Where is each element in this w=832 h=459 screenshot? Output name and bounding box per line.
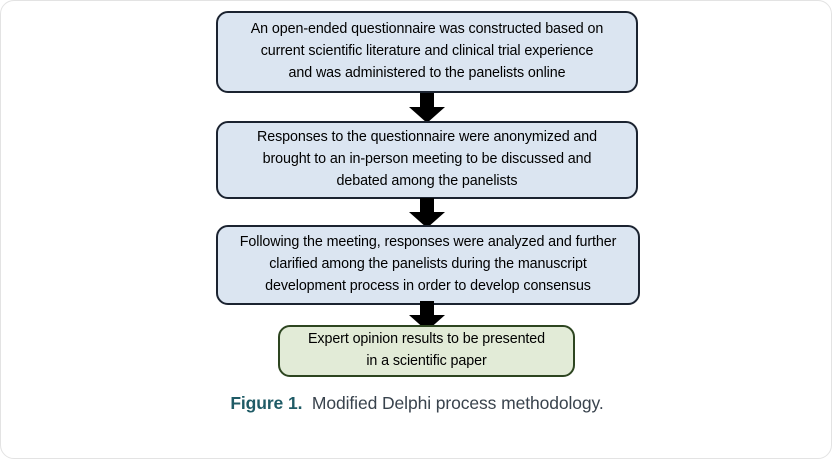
- flow-node-questionnaire-text: An open-ended questionnaire was construc…: [250, 21, 604, 81]
- arrow-head: [409, 212, 445, 228]
- flow-node-anonymized: Responses to the questionnaire were anon…: [216, 121, 638, 199]
- arrow-head: [409, 107, 445, 123]
- figure-caption-spacer: [302, 393, 312, 413]
- flow-node-clarified-text: Following the meeting, responses were an…: [239, 234, 617, 294]
- arrow-shaft: [420, 301, 434, 317]
- arrow-shaft: [420, 93, 434, 109]
- flow-node-expert-opinion: Expert opinion results to be presented i…: [278, 325, 575, 377]
- flow-node-anonymized-text: Responses to the questionnaire were anon…: [257, 129, 597, 189]
- figure-caption-label: Figure 1.: [230, 393, 303, 413]
- down-arrow-icon-2: [409, 198, 445, 228]
- figure-caption-text: Modified Delphi process methodology.: [311, 393, 604, 413]
- flow-node-expert-opinion-text: Expert opinion results to be presented i…: [307, 331, 545, 369]
- figure-caption: Figure 1. Modified Delphi process method…: [1, 393, 832, 414]
- flowchart: An open-ended questionnaire was construc…: [1, 1, 832, 386]
- arrow-shaft: [420, 198, 434, 214]
- down-arrow-icon-1: [409, 93, 445, 123]
- flow-node-questionnaire: An open-ended questionnaire was construc…: [216, 11, 638, 93]
- flow-node-clarified: Following the meeting, responses were an…: [216, 225, 640, 305]
